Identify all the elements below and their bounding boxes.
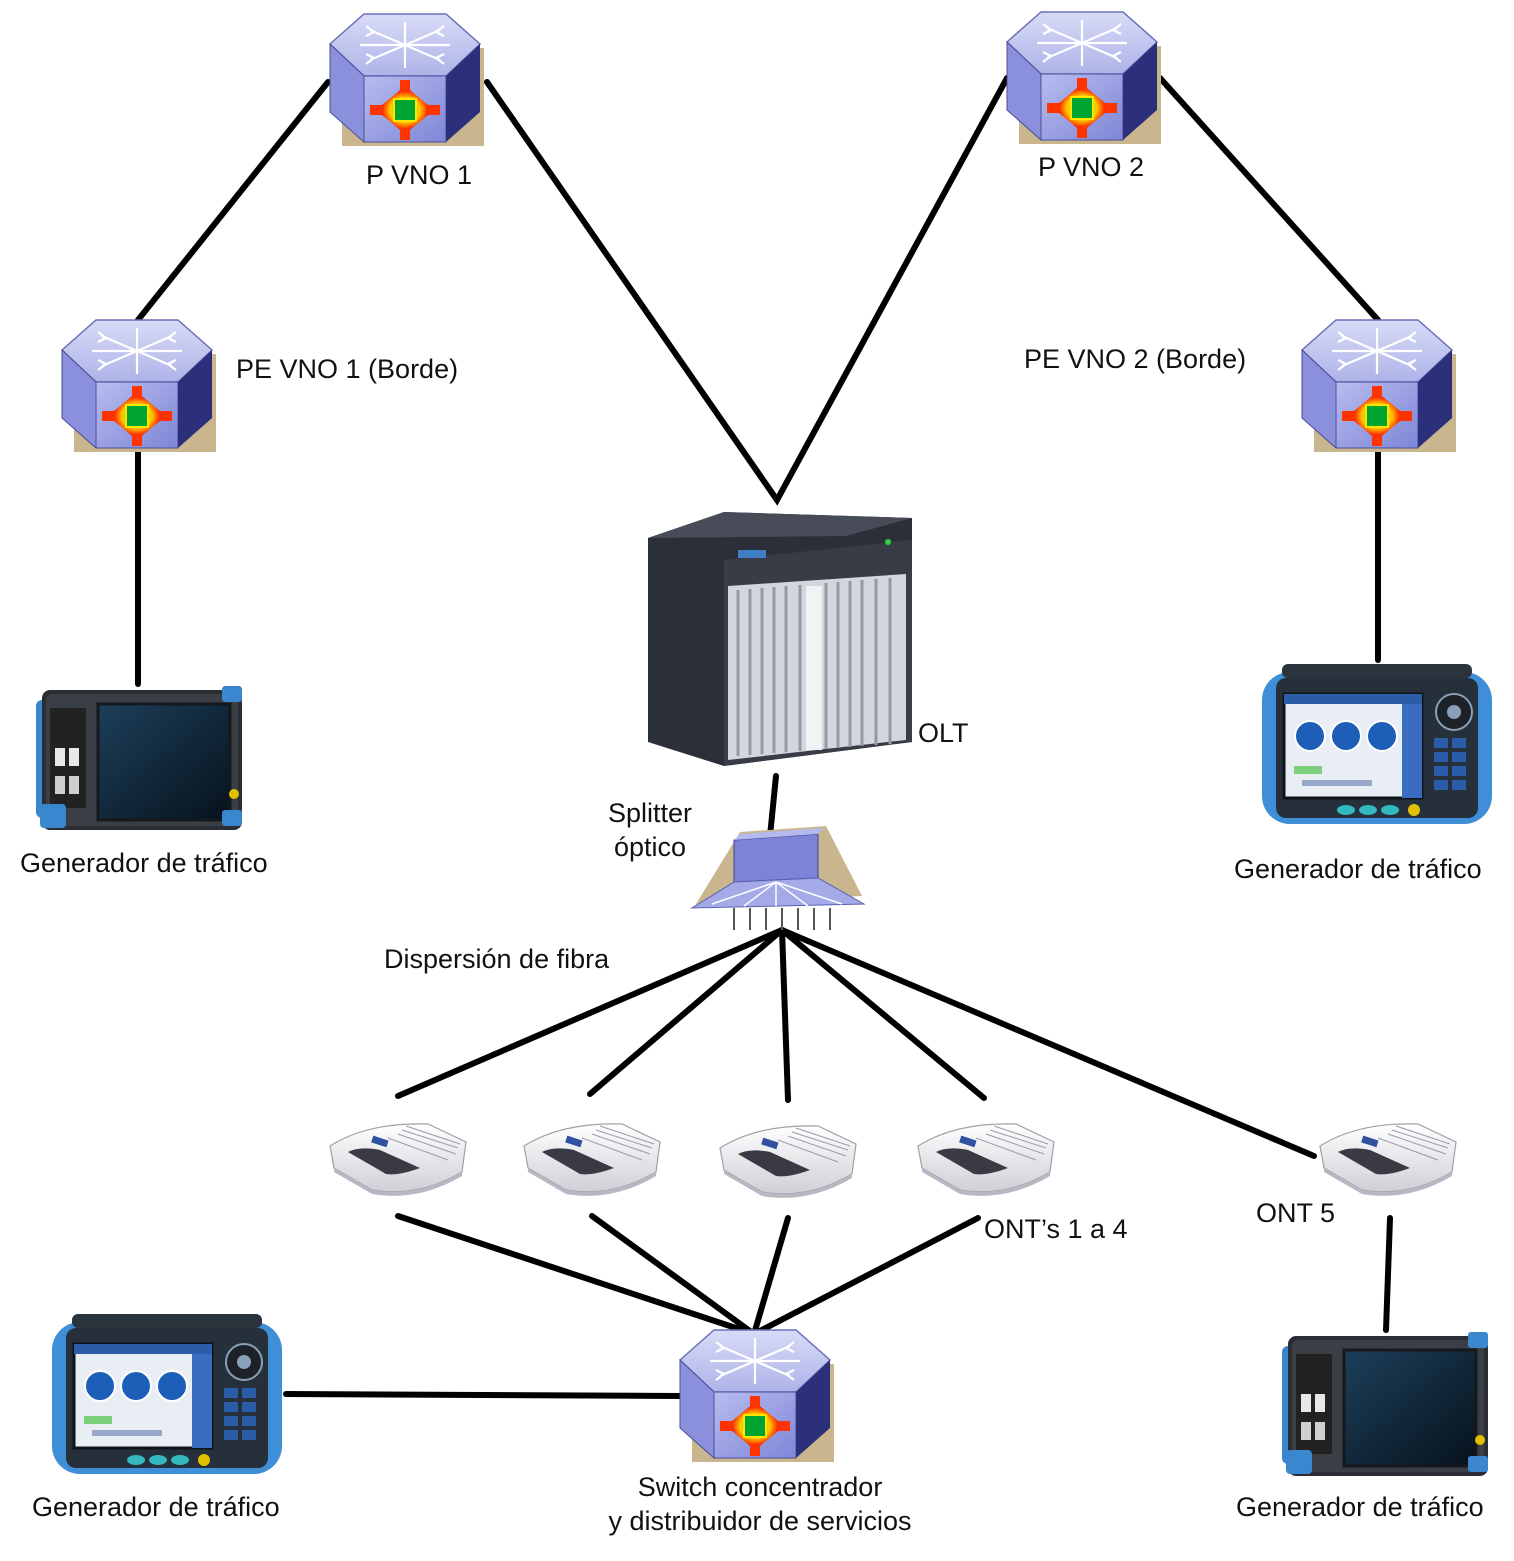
link-ont3-switch: [751, 1215, 791, 1337]
router-icon-switch: [678, 1328, 836, 1464]
link-ont1-switch: [395, 1213, 757, 1337]
label-p-vno1: P VNO 1: [366, 160, 473, 190]
label-gen-bottom-right: Generador de tráfico: [1236, 1492, 1484, 1522]
link-switch-gen: [283, 1391, 683, 1399]
label-ont5: ONT 5: [1256, 1198, 1336, 1228]
link-olt-splitter: [767, 773, 779, 839]
label-gen-bottom-left: Generador de tráfico: [32, 1492, 280, 1522]
link-ont4-switch: [751, 1215, 981, 1337]
ont-modem-icon-3: [719, 1125, 857, 1199]
link-pvno1-olt-pvno2: [484, 75, 1010, 506]
ont-modem-icon-5: [1319, 1123, 1457, 1197]
traffic-generator-keypad-icon-bottom-left: [50, 1312, 284, 1476]
label-splitter: Splitter óptico: [590, 796, 710, 864]
optical-splitter-icon: [690, 826, 866, 930]
ont-modem-icon-4: [917, 1123, 1055, 1197]
label-gen-top-right: Generador de tráfico: [1234, 854, 1482, 884]
link-pvno1-pevno1: [135, 79, 331, 323]
router-icon-p-vno1: [328, 12, 486, 148]
label-p-vno2: P VNO 2: [1038, 152, 1145, 182]
link-splitter-ont2: [587, 927, 785, 1097]
label-switch: Switch concentrador y distribuidor de se…: [570, 1470, 950, 1538]
router-icon-pe-vno1: [60, 318, 218, 454]
label-pe-vno2: PE VNO 2 (Borde): [1024, 344, 1247, 374]
ont-modem-icon-1: [329, 1123, 467, 1197]
traffic-generator-tablet-icon-top-left: [34, 684, 244, 832]
link-pvno2-pevno2: [1157, 75, 1381, 323]
link-ont5-gen: [1383, 1215, 1393, 1333]
label-onts-1-4: ONT’s 1 a 4: [984, 1214, 1128, 1244]
link-ont2-switch: [589, 1213, 757, 1337]
label-switch-line1: Switch concentrador: [637, 1472, 883, 1502]
link-splitter-ont5: [779, 927, 1317, 1159]
router-icon-p-vno2: [1005, 10, 1163, 146]
ont-modem-icon-2: [523, 1123, 661, 1197]
router-icon-pe-vno2: [1300, 318, 1458, 454]
label-splitter-line2: óptico: [613, 832, 687, 862]
link-splitter-ont3: [779, 927, 791, 1103]
traffic-generator-keypad-icon-top-right: [1260, 662, 1494, 826]
label-pe-vno1: PE VNO 1 (Borde): [236, 354, 459, 384]
label-dispersion: Dispersión de fibra: [384, 944, 610, 974]
link-splitter-ont1: [395, 927, 785, 1099]
label-splitter-line1: Splitter: [607, 798, 693, 828]
link-splitter-ont4: [779, 927, 987, 1101]
label-olt: OLT: [918, 718, 969, 748]
label-gen-top-left: Generador de tráfico: [20, 848, 268, 878]
traffic-generator-tablet-icon-bottom-right: [1280, 1330, 1490, 1478]
olt-chassis-icon: [648, 512, 912, 766]
label-switch-line2: y distribuidor de servicios: [608, 1506, 912, 1536]
